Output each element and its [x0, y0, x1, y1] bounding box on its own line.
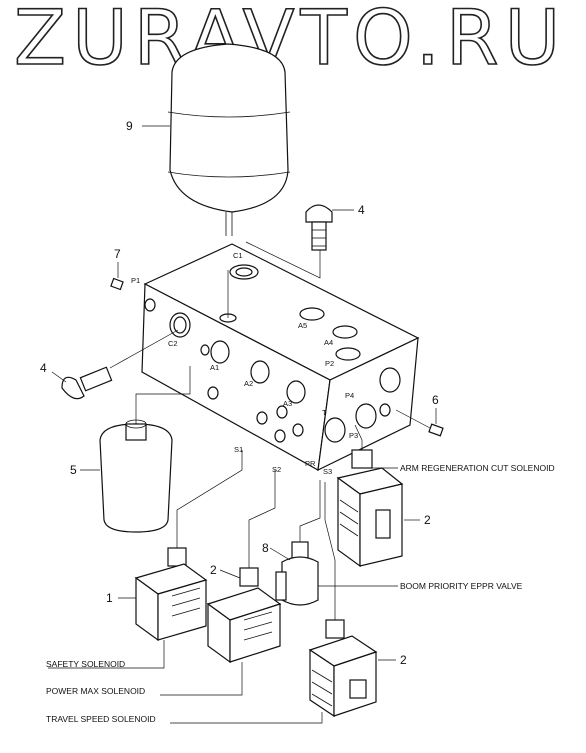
- callout-6: 6: [432, 393, 439, 407]
- port-t: T: [322, 408, 327, 417]
- label-arm-regeneration-cut-solenoid: ARM REGENERATION CUT SOLENOID: [400, 463, 555, 473]
- port-p2: P2: [325, 359, 334, 368]
- port-a3: A3: [283, 399, 292, 408]
- port-a5: A5: [298, 321, 307, 330]
- port-p3: P3: [349, 431, 358, 440]
- callout-4-left: 4: [40, 361, 47, 375]
- port-pr: PR: [305, 459, 316, 468]
- callout-8: 8: [262, 541, 269, 555]
- label-travel-speed-solenoid: TRAVEL SPEED SOLENOID: [46, 714, 156, 724]
- plug-top: [305, 204, 333, 251]
- port-a4: A4: [324, 338, 333, 347]
- port-a2: A2: [244, 379, 253, 388]
- plug-left: [61, 366, 113, 400]
- solenoid-safety: [134, 547, 208, 642]
- eppr-valve: [275, 541, 319, 606]
- port-c2: C2: [168, 339, 178, 348]
- port-s1: S1: [234, 445, 243, 454]
- watermark: ZURAVTO.RU: [14, 0, 566, 83]
- port-c1: C1: [233, 251, 243, 260]
- accumulator: [167, 43, 291, 236]
- port-s2: S2: [272, 465, 281, 474]
- port-p4: P4: [345, 391, 354, 400]
- port-p1: P1: [131, 276, 140, 285]
- solenoid-arm-regeneration: [336, 449, 404, 568]
- callout-7: 7: [114, 247, 121, 261]
- valve-block: [141, 243, 420, 472]
- port-a1: A1: [210, 363, 219, 372]
- watermark-text: ZURAVTO.RU: [14, 0, 566, 82]
- port-s3: S3: [323, 467, 332, 476]
- callout-4-top: 4: [358, 203, 365, 217]
- callout-9: 9: [126, 119, 133, 133]
- label-power-max-solenoid: POWER MAX SOLENOID: [46, 686, 145, 696]
- plug-small-left: [110, 277, 124, 291]
- solenoid-travel-speed: [308, 619, 378, 718]
- plug-small-right: [428, 423, 444, 437]
- label-boom-priority-eppr-valve: BOOM PRIORITY EPPR VALVE: [400, 581, 523, 591]
- filter-cartridge: [99, 419, 173, 533]
- callout-2-right: 2: [424, 513, 431, 527]
- label-safety-solenoid: SAFETY SOLENOID: [46, 659, 125, 669]
- callout-2-bottom: 2: [400, 653, 407, 667]
- solenoid-power-max: [206, 567, 282, 664]
- callout-2-mid: 2: [210, 563, 217, 577]
- callout-5: 5: [70, 463, 77, 477]
- callout-1: 1: [106, 591, 113, 605]
